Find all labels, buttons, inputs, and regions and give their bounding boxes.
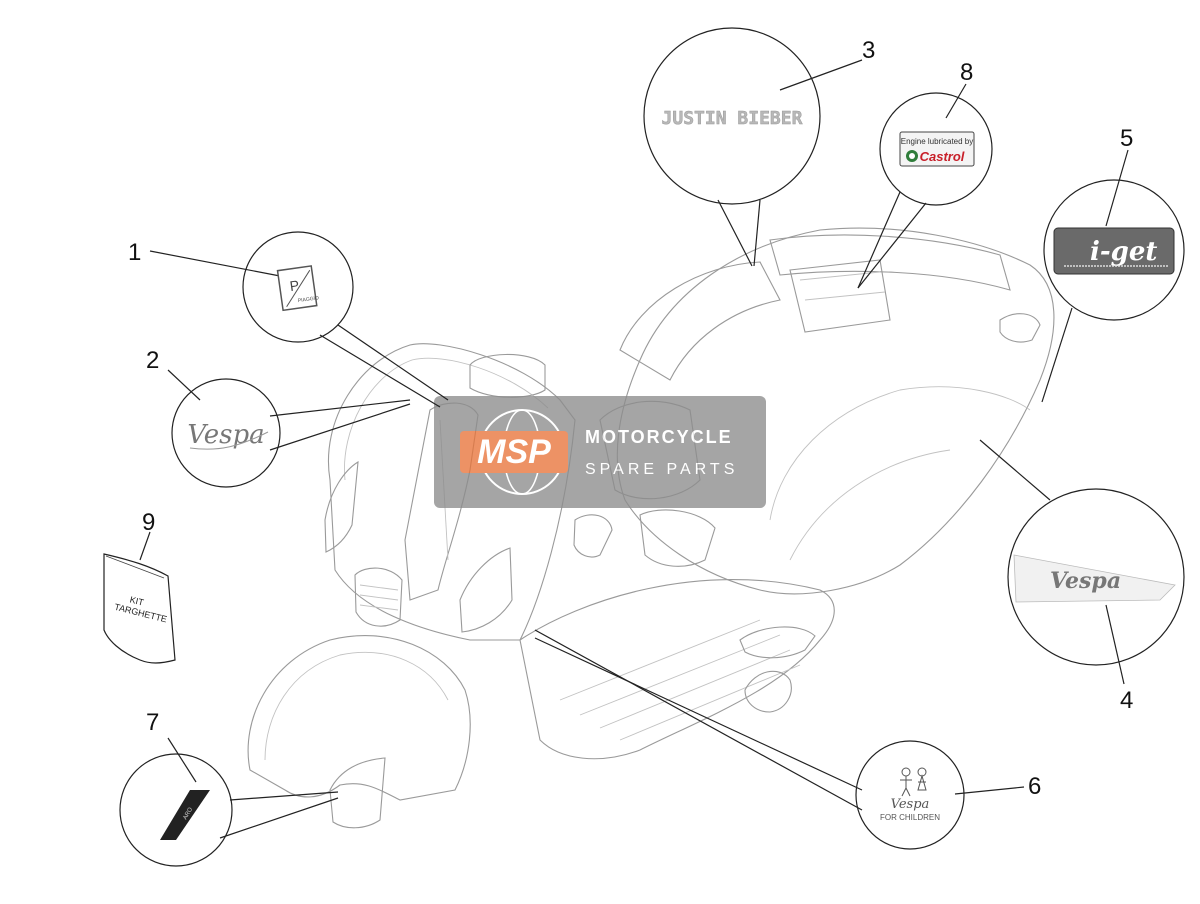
callout-7: ARO 7 (119, 709, 339, 867)
callout-6: Vespa FOR CHILDREN 6 (534, 629, 1041, 850)
callout-8: Engine lubricated by Castrol 8 (857, 59, 993, 289)
scooter-drawing (247, 227, 1055, 829)
callout-4-number: 4 (1120, 687, 1133, 714)
castrol-line1: Engine lubricated by (901, 137, 974, 146)
watermark-subtitle: SPARE PARTS (585, 461, 738, 478)
castrol-line2: Castrol (920, 149, 965, 164)
callout-1: P PIAGGIO 1 (128, 231, 449, 408)
children-label: FOR CHILDREN (880, 813, 940, 822)
callout-7-bubble (119, 753, 233, 867)
callout-2-bubble (171, 378, 281, 488)
callout-5: i-get 5 (1041, 125, 1185, 403)
callout-8-number: 8 (960, 59, 973, 86)
piaggio-emblem-icon: P PIAGGIO (276, 265, 320, 312)
callout-6-number: 6 (1028, 773, 1041, 800)
watermark-logo: MSP (477, 433, 551, 471)
children-brand: Vespa (891, 797, 930, 812)
aero-label: ARO (183, 806, 195, 821)
emblem-label: PIAGGIO (298, 295, 320, 304)
callout-4: Vespa 4 (979, 439, 1185, 714)
iget-decal: i-get (1053, 227, 1175, 275)
watermark-logo-bg (460, 431, 568, 473)
aero-stripe-decal: ARO (160, 790, 210, 840)
kit-envelope: KIT TARGHETTE (103, 553, 176, 664)
svg-text:P: P (289, 277, 300, 294)
children-decal: Vespa FOR CHILDREN (880, 767, 940, 822)
callout-9: KIT TARGHETTE 9 (103, 509, 176, 664)
callout-5-number: 5 (1120, 125, 1133, 152)
callout-3: JUSTIN BIEBER 3 (643, 27, 875, 267)
callout-2-number: 2 (146, 347, 159, 374)
kit-line1: KIT (129, 595, 145, 608)
callout-2: Vespa 2 (146, 347, 411, 488)
iget-label: i-get (1090, 237, 1157, 267)
vespa-side-label: Vespa (1050, 568, 1121, 594)
callout-3-bubble (643, 27, 821, 205)
watermark: MSP MOTORCYCLE SPARE PARTS (434, 396, 766, 508)
callout-9-number: 9 (142, 509, 155, 536)
watermark-box (434, 396, 766, 508)
vespa-side-decal: Vespa (1013, 554, 1176, 603)
callout-3-number: 3 (862, 37, 875, 64)
watermark-title: MOTORCYCLE (585, 427, 733, 447)
callout-1-number: 1 (128, 239, 141, 266)
callout-7-number: 7 (146, 709, 159, 736)
justin-bieber-decal: JUSTIN BIEBER (662, 108, 803, 129)
castrol-decal: Engine lubricated by Castrol (899, 131, 975, 167)
vespa-script-decal: Vespa (187, 420, 264, 450)
